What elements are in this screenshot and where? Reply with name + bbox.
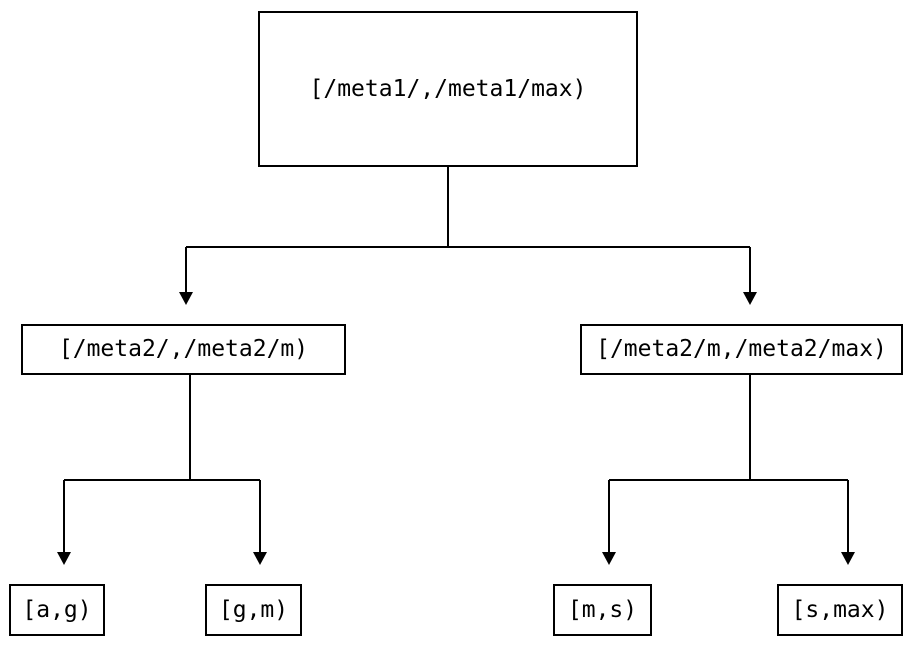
tree-node-meta2-high[interactable]: [/meta2/m,/meta2/max): [580, 324, 903, 375]
tree-node-leaf-smax[interactable]: [s,max): [777, 584, 903, 636]
tree-node-leaf-ag-label: [a,g): [22, 596, 92, 623]
tree-node-meta2-high-label: [/meta2/m,/meta2/max): [596, 336, 887, 362]
tree-node-leaf-ag[interactable]: [a,g): [9, 584, 105, 636]
tree-node-meta2-low-label: [/meta2/,/meta2/m): [58, 336, 309, 362]
tree-node-leaf-gm[interactable]: [g,m): [205, 584, 302, 636]
tree-node-leaf-ms[interactable]: [m,s): [553, 584, 652, 636]
arrowhead-to-meta2-high: [743, 292, 757, 305]
tree-node-leaf-gm-label: [g,m): [218, 596, 289, 623]
tree-node-leaf-smax-label: [s,max): [791, 596, 889, 623]
tree-node-meta2-low[interactable]: [/meta2/,/meta2/m): [21, 324, 346, 375]
tree-node-root[interactable]: [/meta1/,/meta1/max): [258, 11, 638, 167]
arrowhead-to-meta2-low: [179, 292, 193, 305]
arrowhead-to-leaf-smax: [841, 552, 855, 565]
arrowhead-to-leaf-ms: [602, 552, 616, 565]
arrowhead-to-leaf-gm: [253, 552, 267, 565]
arrowhead-to-leaf-ag: [57, 552, 71, 565]
tree-node-leaf-ms-label: [m,s): [567, 596, 638, 623]
tree-node-root-label: [/meta1/,/meta1/max): [309, 75, 587, 102]
